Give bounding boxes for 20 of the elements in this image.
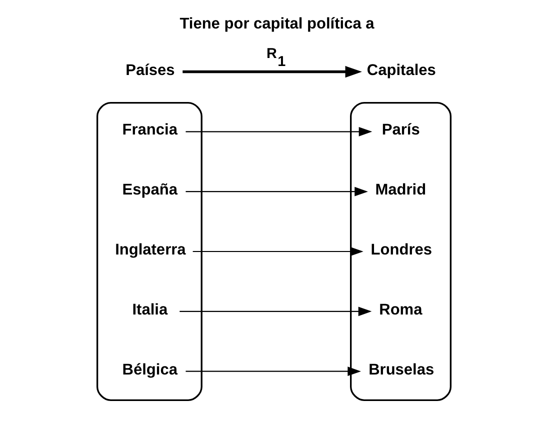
arrow bbox=[186, 186, 368, 196]
node-text: Países bbox=[126, 62, 175, 79]
arrow bbox=[186, 366, 361, 376]
node-text: Francia bbox=[122, 122, 178, 139]
node-text: Madrid bbox=[375, 182, 426, 199]
arrow bbox=[180, 306, 372, 316]
node-text: Bélgica bbox=[122, 361, 178, 378]
node-text: Capitales bbox=[366, 62, 436, 79]
arrow bbox=[192, 246, 364, 256]
node-text: Inglaterra bbox=[115, 241, 186, 258]
node-text: Roma bbox=[379, 301, 422, 318]
node-text: París bbox=[382, 122, 420, 139]
node-text: Italia bbox=[132, 301, 168, 318]
node-text: España bbox=[122, 182, 178, 199]
arrow bbox=[182, 66, 362, 78]
arrow bbox=[186, 127, 372, 136]
cluster bbox=[96, 102, 202, 401]
node-text: Londres bbox=[370, 241, 432, 258]
diagram-title: Tiene por capital política a bbox=[180, 16, 374, 33]
node-text: Bruselas bbox=[368, 361, 434, 378]
